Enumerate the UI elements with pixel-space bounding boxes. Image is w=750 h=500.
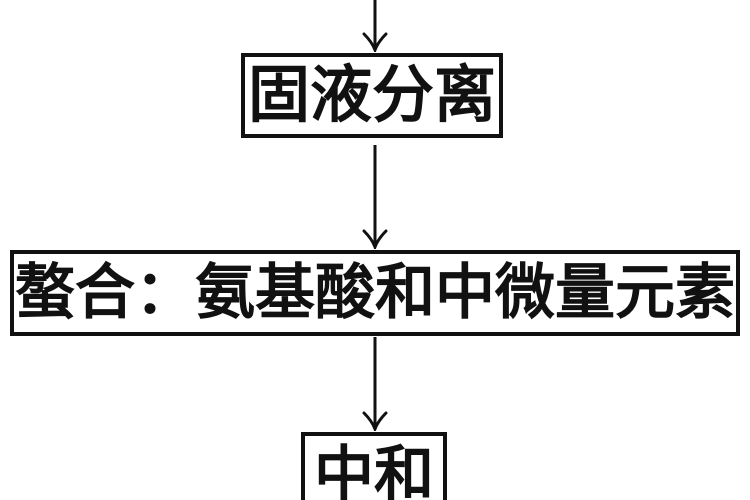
node-label: 螯合：氨基酸和中微量元素 bbox=[15, 259, 735, 326]
node-label: 中和 bbox=[314, 441, 434, 500]
node-label: 固液分离 bbox=[247, 60, 496, 130]
flow-arrow-down-icon bbox=[362, 337, 388, 431]
flow-node-solid-liquid-separation: 固液分离 bbox=[241, 53, 503, 138]
flow-node-neutralization: 中和 bbox=[301, 432, 447, 500]
flow-arrow-down-icon bbox=[362, 0, 388, 52]
flow-node-chelation: 螯合：氨基酸和中微量元素 bbox=[10, 250, 740, 336]
flow-arrow-down-icon bbox=[362, 145, 388, 249]
